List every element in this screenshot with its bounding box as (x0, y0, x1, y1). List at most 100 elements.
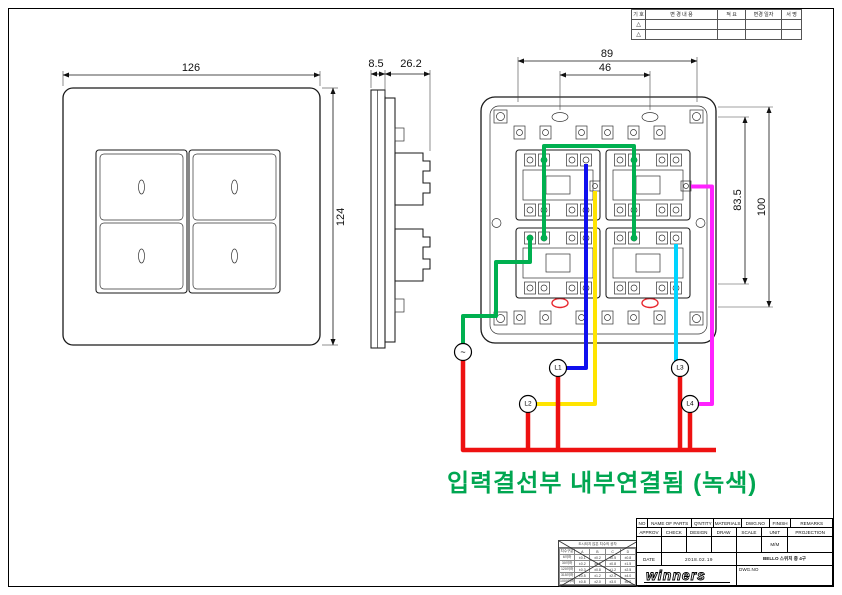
tb-scale: SCALE (737, 528, 763, 536)
tb-product-name: BELLO 스위치 중 4구 (762, 556, 807, 561)
screw-slot (551, 112, 569, 122)
side-screw (695, 218, 706, 228)
wire-green-neutral (461, 238, 532, 343)
wiring-note: 입력결선부 내부연결됨 (녹색) (447, 470, 758, 497)
dim-83-5-label: 83.5 (732, 189, 744, 210)
terminal-common (453, 342, 473, 362)
indicator-lens (138, 248, 145, 264)
tb-check: CHECK (662, 528, 687, 536)
switch-mechanism (605, 149, 691, 221)
tb-draw: DRAW (712, 528, 737, 536)
rev-cell (781, 29, 802, 40)
tb-dwgno: DWG.NO (742, 519, 770, 527)
mounting-hole (496, 314, 505, 323)
rev-cell (745, 29, 782, 40)
tol-cell: ±2.0 (589, 578, 606, 585)
green-terminal-dot (630, 156, 638, 164)
tb-date-label: DATE (637, 553, 662, 565)
tb-scale-value (737, 537, 763, 552)
rev-col-note: 적 요 (717, 9, 746, 20)
rev-col-content: 변 경 내 용 (645, 9, 718, 20)
revision-mark-icon: △ (631, 19, 646, 30)
tolerance-table: 도시되지 않은 치수의 공차 치수구분 A B C D 6이하 ±0.1 ±0.… (558, 540, 638, 587)
tol-cell: 치수구분 (558, 548, 576, 555)
tb-projection: PROJECTION (795, 529, 825, 535)
rocker-button (192, 153, 277, 221)
wire-red-bus (460, 360, 716, 453)
dim-100-label: 100 (756, 198, 768, 216)
rev-cell (745, 19, 782, 30)
green-terminal-dot (630, 234, 638, 242)
tol-cell: 120이하 (558, 566, 576, 573)
screw-slot-red (641, 297, 659, 309)
dim-26-2-label: 26.2 (400, 58, 421, 70)
terminal-L4 (680, 394, 700, 414)
revision-row: △ (631, 29, 802, 40)
tb-finish: FINISH (770, 519, 792, 527)
dim-46-label: 46 (599, 62, 611, 74)
wire-green-bridge (542, 144, 636, 238)
winners-logo-text: winners (646, 567, 706, 583)
revision-mark-icon: △ (631, 29, 646, 40)
rev-col-sign: 서 명 (781, 9, 802, 20)
screw-slot (641, 112, 659, 122)
screw-slot-red (551, 297, 569, 309)
tol-cell: ±0.8 (574, 578, 591, 585)
tb-sign-box (662, 537, 687, 552)
switch-module-side (394, 228, 431, 282)
rev-cell (717, 29, 746, 40)
tb-sign-box (687, 537, 712, 552)
terminal-nodes: ~ L1 L2 L3 L4 (453, 156, 700, 414)
front-view (62, 87, 321, 346)
revision-header-row: 기 호 변 경 내 용 적 요 변경 일자 서 명 (631, 9, 802, 20)
tb-materials: MATERIALS (714, 519, 742, 527)
indicator-lens (231, 248, 238, 264)
terminal-common-label: ~ (460, 347, 465, 357)
title-block-header-row: NO NAME OF PARTS Q'NTITY MATERIALS DWG.N… (637, 519, 832, 528)
title-block-date-row: DATE 2018.02.19 BELLO 스위치 중 4구 (637, 553, 832, 566)
rev-cell (645, 19, 718, 30)
rear-dimensions: 89 46 83.5 100 (517, 48, 773, 308)
rear-view (480, 96, 717, 344)
title-block-logo-row: winners DWG.NO (637, 566, 832, 585)
tb-design: DESIGN (687, 528, 712, 536)
rocker-button (99, 153, 184, 221)
title-block-roles-row: APPROV CHECK DESIGN DRAW SCALE UNIT PROJ… (637, 528, 832, 537)
sheet-frame (8, 8, 834, 587)
mounting-hole (692, 314, 701, 323)
tolerance-title: 도시되지 않은 치수의 공차 (559, 541, 636, 548)
terminal-L3-label: L3 (676, 365, 684, 372)
tb-projection-symbol (788, 537, 832, 552)
tb-quantity: Q'NTITY (692, 519, 715, 527)
rocker-button (192, 222, 277, 290)
dim-126-label: 126 (182, 62, 200, 74)
wire-cyan-L3 (672, 244, 678, 370)
tb-approv: APPROV (637, 528, 662, 536)
mounting-hole (496, 112, 505, 121)
tb-date-value: 2018.02.19 (662, 553, 737, 565)
tb-sign-box (712, 537, 737, 552)
mounting-claw (394, 127, 405, 142)
tb-no: NO (637, 519, 648, 527)
front-right-panel (188, 149, 281, 294)
rev-col-date: 변경 일자 (745, 9, 782, 20)
indicator-lens (138, 179, 145, 195)
mounting-hole (692, 112, 701, 121)
tb-name-of-parts: NAME OF PARTS (648, 519, 693, 527)
rev-cell (717, 19, 746, 30)
rocker-button (99, 222, 184, 290)
green-terminal-dot (540, 234, 548, 242)
side-screw (491, 218, 502, 228)
wire-blue-L1 (566, 164, 588, 370)
rev-cell (645, 29, 718, 40)
revision-table: 기 호 변 경 내 용 적 요 변경 일자 서 명 △ △ (631, 9, 802, 40)
indicator-lens (231, 179, 238, 195)
tb-dwgno-label: DWG.NO (739, 567, 759, 572)
terminal-L2 (518, 394, 538, 414)
tb-unit: UNIT (762, 528, 789, 536)
green-terminal-dot (540, 156, 548, 164)
tol-cell: 1000이하 (558, 578, 576, 585)
title-block: NO NAME OF PARTS Q'NTITY MATERIALS DWG.N… (636, 518, 833, 586)
